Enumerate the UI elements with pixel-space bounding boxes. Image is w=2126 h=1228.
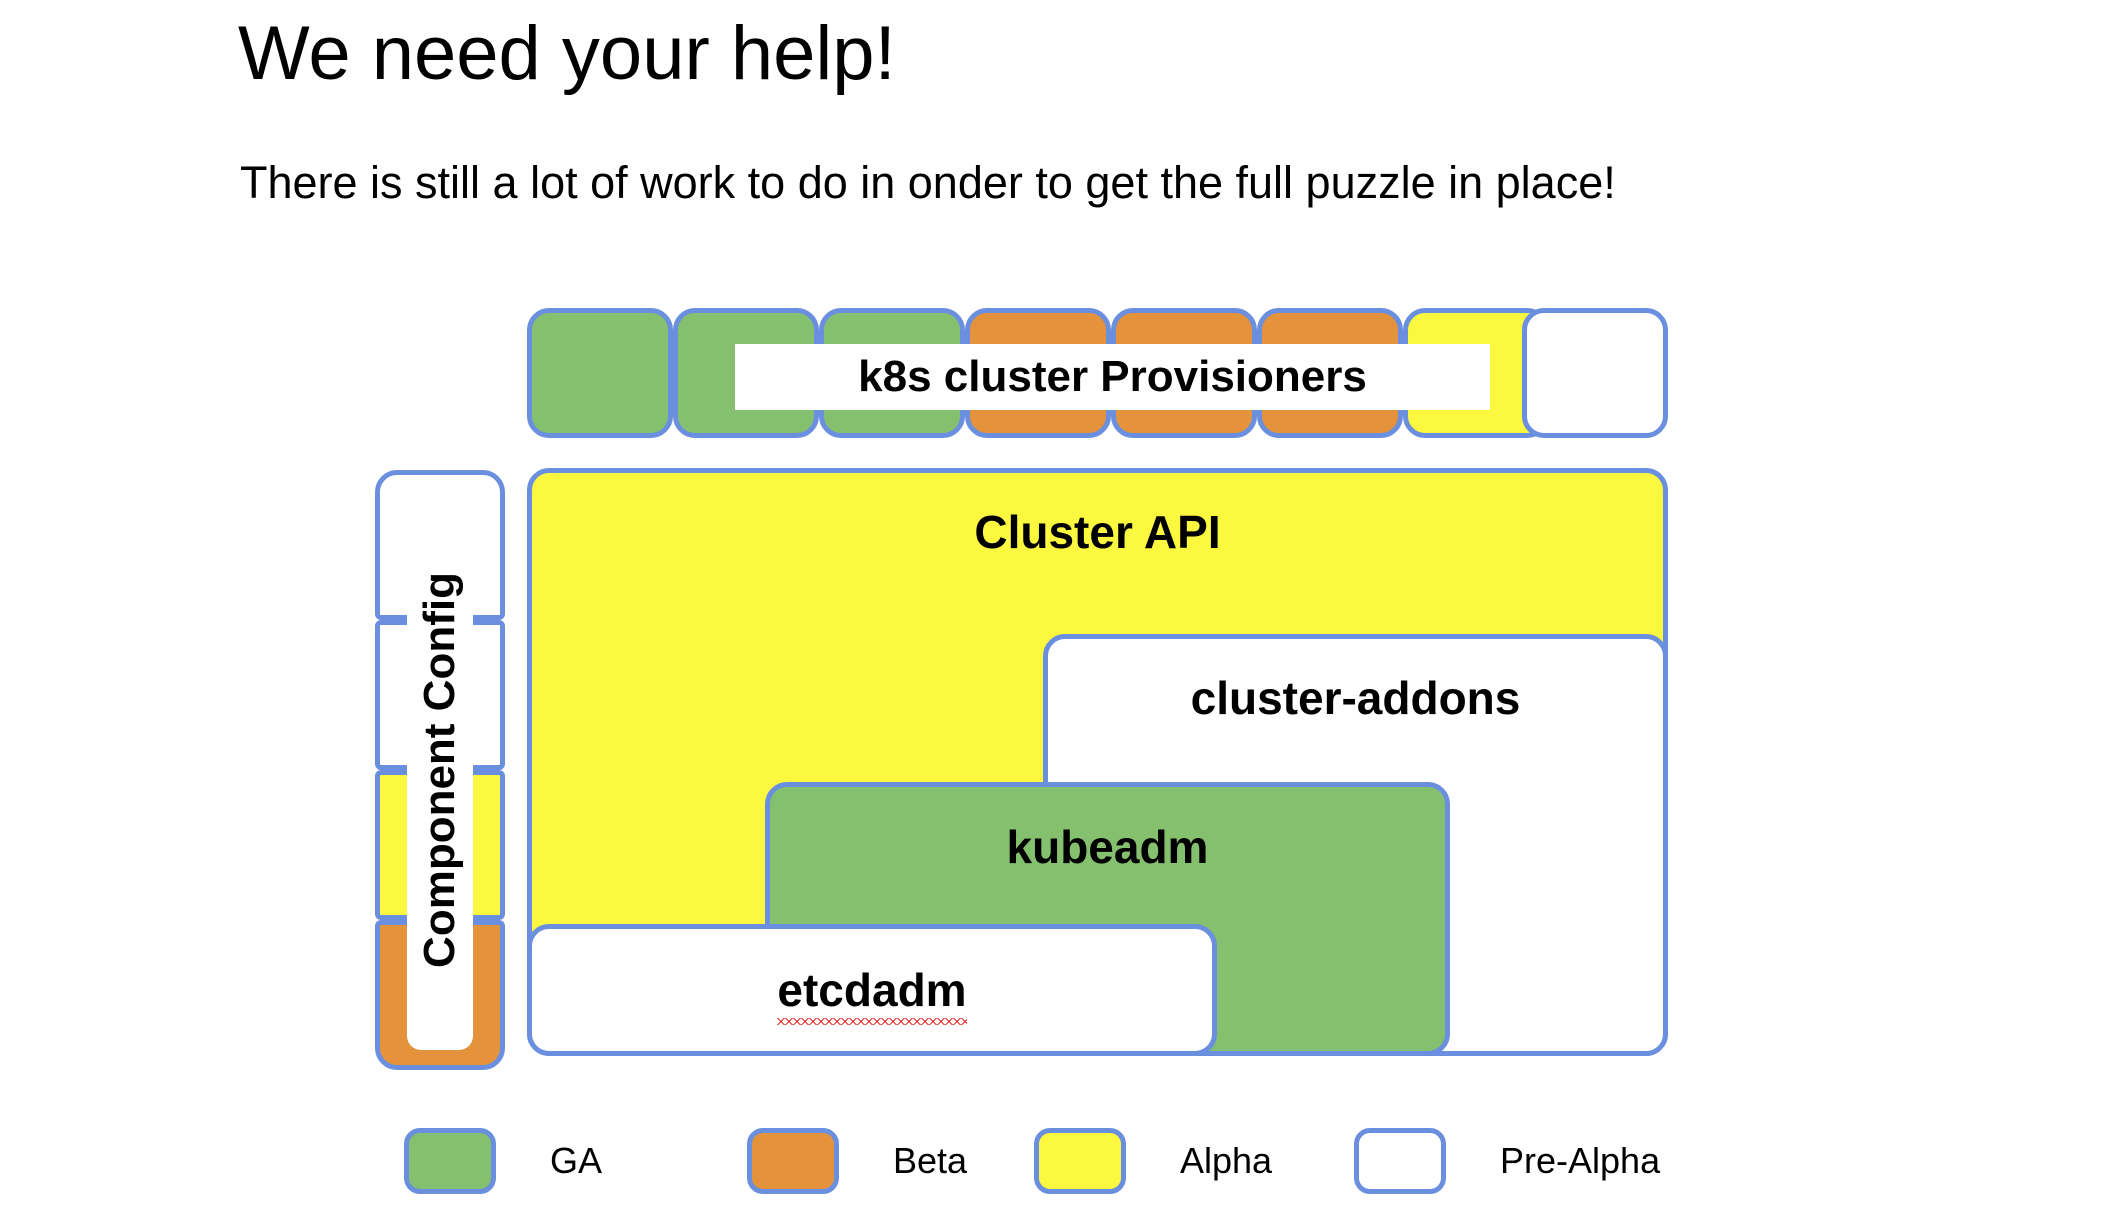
legend-label-pre-alpha: Pre-Alpha [1500,1140,1661,1181]
legend-label-alpha: Alpha [1180,1140,1273,1181]
legend-label-ga: GA [550,1140,603,1181]
legend-item-beta: Beta [747,1126,967,1196]
component-config-label-plate: Component Config [407,490,473,1050]
etcdadm-box[interactable] [527,924,1217,1056]
legend-swatch-beta [747,1128,839,1194]
component-config-label: Component Config [415,572,465,968]
provisioners-label: k8s cluster Provisioners [735,344,1490,410]
legend-swatch-ga [404,1128,496,1194]
provisioner-box-8-pre-alpha[interactable] [1522,308,1668,438]
page-title: We need your help! [238,11,896,96]
legend-item-pre-alpha: Pre-Alpha [1354,1126,1660,1196]
legend-item-ga: GA [404,1126,602,1196]
cluster-api-label: Cluster API [974,506,1221,558]
legend-item-alpha: Alpha [1034,1126,1272,1196]
etcdadm-label-text: etcdadm [777,963,967,1025]
etcdadm-label: etcdadm [527,963,1217,1025]
legend: GA Beta Alpha Pre-Alpha [404,1126,1704,1206]
provisioner-box-1-ga[interactable] [527,308,673,438]
page-subtitle: There is still a lot of work to do in on… [240,157,1616,208]
kubeadm-label: kubeadm [1006,821,1209,873]
cluster-addons-label: cluster-addons [1190,672,1521,724]
legend-label-beta: Beta [893,1140,968,1181]
legend-swatch-alpha [1034,1128,1126,1194]
legend-swatch-pre-alpha [1354,1128,1446,1194]
